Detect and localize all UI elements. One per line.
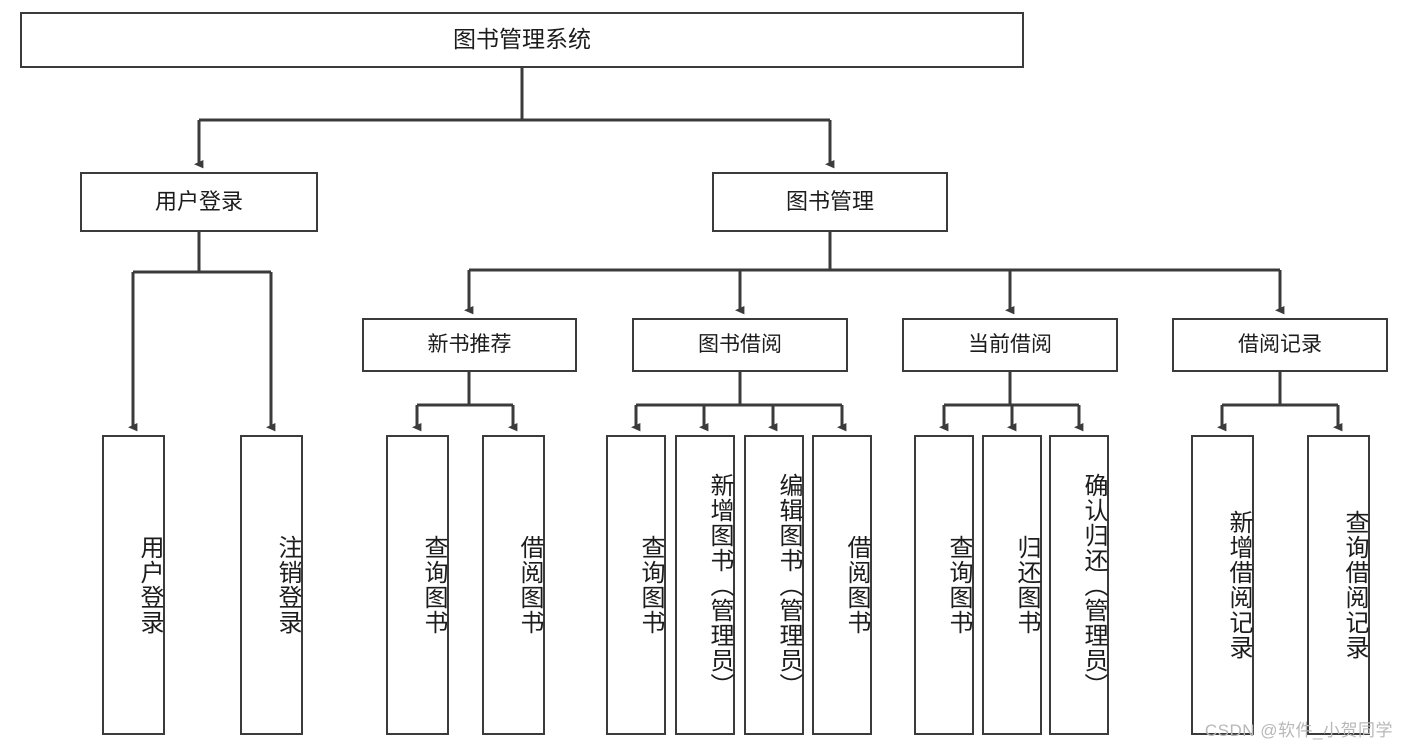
node-label: 确认归还（管理员）: [1080, 472, 1107, 698]
node-leaf-user-login[interactable]: 用户登录: [102, 435, 165, 735]
node-label: 归还图书: [1013, 535, 1040, 635]
node-label: 新增图书（管理员）: [706, 472, 733, 698]
node-label: 借阅记录: [1238, 332, 1322, 356]
node-leaf-query-book-borrow[interactable]: 查询图书: [606, 435, 666, 735]
node-leaf-add-book-admin[interactable]: 新增图书（管理员）: [675, 435, 735, 735]
node-leaf-add-borrow-record[interactable]: 新增借阅记录: [1191, 435, 1254, 735]
node-leaf-query-borrow-record[interactable]: 查询借阅记录: [1307, 435, 1370, 735]
node-borrow-record[interactable]: 借阅记录: [1172, 318, 1388, 372]
node-root-system[interactable]: 图书管理系统: [20, 12, 1024, 68]
node-leaf-query-book-recommend[interactable]: 查询图书: [386, 435, 449, 735]
node-label: 查询图书: [637, 535, 664, 635]
node-leaf-return-book[interactable]: 归还图书: [982, 435, 1042, 735]
node-label: 借阅图书: [843, 535, 870, 635]
node-label: 图书管理系统: [453, 26, 591, 53]
node-leaf-query-book-current[interactable]: 查询图书: [914, 435, 974, 735]
node-label: 图书借阅: [698, 332, 782, 356]
node-label: 借阅图书: [516, 535, 543, 635]
node-leaf-borrow-book[interactable]: 借阅图书: [812, 435, 872, 735]
node-label: 查询借阅记录: [1341, 510, 1368, 660]
node-leaf-logout[interactable]: 注销登录: [240, 435, 303, 735]
node-label: 编辑图书（管理员）: [775, 472, 802, 698]
node-book-management[interactable]: 图书管理: [712, 172, 948, 232]
node-new-book-recommend[interactable]: 新书推荐: [362, 318, 577, 372]
node-user-login[interactable]: 用户登录: [80, 172, 318, 232]
node-label: 用户登录: [136, 535, 163, 635]
node-leaf-borrow-book-recommend[interactable]: 借阅图书: [482, 435, 545, 735]
node-label: 注销登录: [274, 535, 301, 635]
node-label: 查询图书: [945, 535, 972, 635]
node-leaf-edit-book-admin[interactable]: 编辑图书（管理员）: [744, 435, 804, 735]
node-label: 当前借阅: [968, 332, 1052, 356]
node-label: 用户登录: [154, 189, 243, 215]
node-leaf-confirm-return-admin[interactable]: 确认归还（管理员）: [1049, 435, 1109, 735]
watermark-text: CSDN @软件_小贺同学: [1204, 721, 1393, 740]
node-label: 图书管理: [785, 189, 874, 215]
node-current-borrow[interactable]: 当前借阅: [902, 318, 1118, 372]
node-book-borrow[interactable]: 图书借阅: [632, 318, 848, 372]
node-label: 查询图书: [420, 535, 447, 635]
node-label: 新书推荐: [427, 332, 512, 356]
node-label: 新增借阅记录: [1225, 510, 1252, 660]
